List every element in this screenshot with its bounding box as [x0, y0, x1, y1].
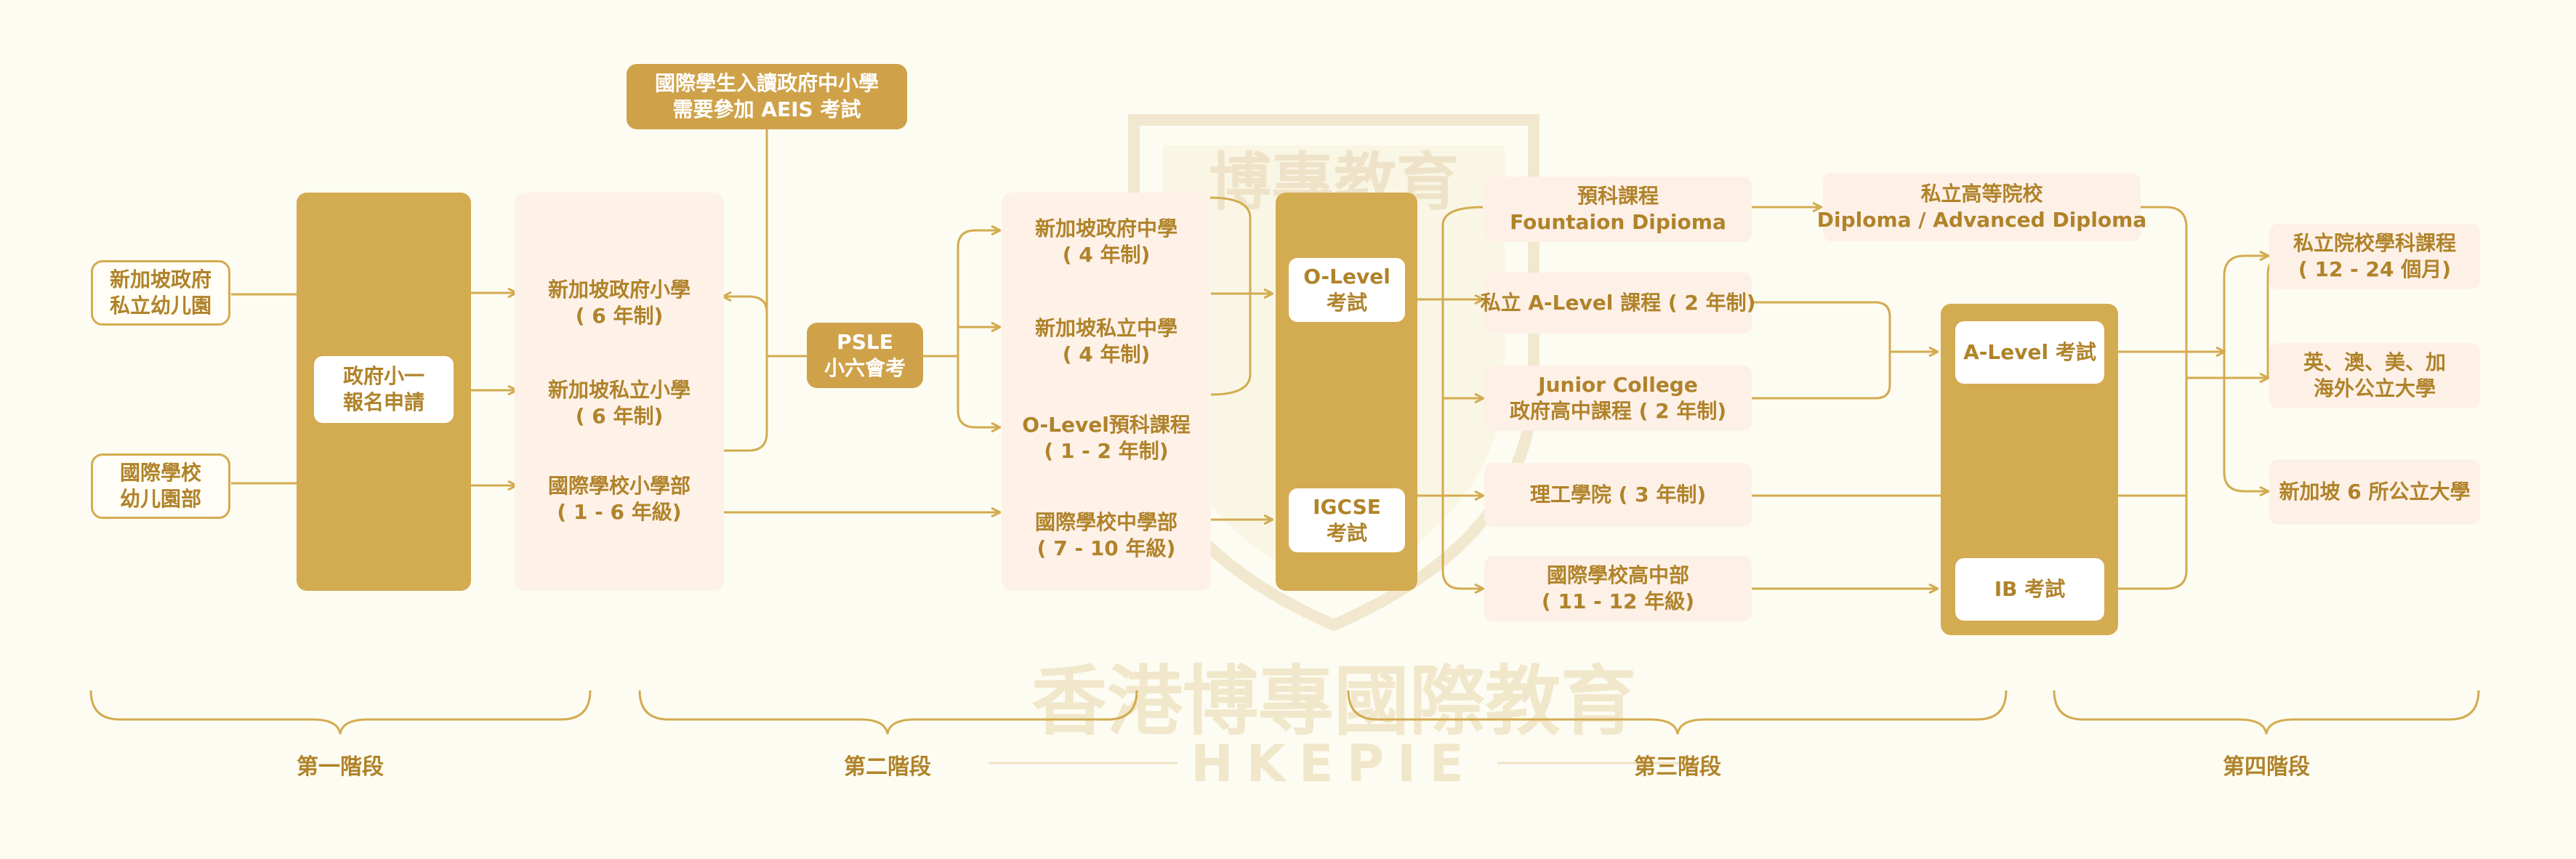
kindergarten-intl-line-1: 國際學校	[119, 461, 201, 485]
overseas-uni-line-1: 英、澳、美、加	[2303, 350, 2446, 374]
private-degree: 私立院校學科課程 ( 12 - 24 個月)	[2269, 224, 2480, 289]
private-alevel: 私立 A-Level 課程 ( 2 年制)	[1481, 273, 1755, 334]
intl-high-line-1: 國際學校高中部	[1546, 563, 1689, 587]
registration-line-1: 政府小一	[342, 364, 424, 388]
alevel-exam-line-1: A-Level 考試	[1963, 340, 2096, 364]
watermark-sub-text: HKEPIE	[1191, 734, 1477, 794]
primary-intl-line-2: ( 1 - 6 年級)	[557, 500, 682, 524]
secondary-private-line-2: ( 4 年制)	[1062, 342, 1151, 366]
alevel-exam: A-Level 考試	[1955, 321, 2104, 384]
secondary-private: 新加坡私立中學 ( 4 年制)	[1002, 309, 1211, 374]
primary-gov-line-1: 新加坡政府小學	[547, 278, 691, 302]
olevel-prep-line-1: O-Level預科課程	[1022, 413, 1191, 437]
aeis-note-line-1: 國際學生入讀政府中小學	[654, 71, 879, 95]
secondary-intl-line-1: 國際學校中學部	[1034, 510, 1178, 534]
secondary-panel	[1002, 193, 1211, 591]
private-alevel-line-1: 私立 A-Level 課程 ( 2 年制)	[1480, 291, 1756, 315]
polytechnic: 理工學院 ( 3 年制)	[1484, 463, 1752, 527]
registration-box: 政府小一 報名申請	[314, 356, 454, 423]
foundation-line-2: Fountaion Dipioma	[1510, 210, 1726, 234]
registration-line-2: 報名申請	[342, 390, 424, 414]
psle-line-2: 小六會考	[824, 356, 906, 380]
stage-1-label: 第一階段	[297, 754, 384, 780]
junior-college-line-2: 政府高中課程 ( 2 年制)	[1509, 399, 1727, 423]
secondary-gov: 新加坡政府中學 ( 4 年制)	[1002, 209, 1211, 275]
secondary-gov-line-1: 新加坡政府中學	[1034, 217, 1178, 241]
secondary-gov-line-2: ( 4 年制)	[1062, 243, 1151, 267]
private-degree-line-1: 私立院校學科課程	[2293, 231, 2456, 255]
private-higher-line-1: 私立高等院校	[1920, 182, 2043, 206]
aeis-note-line-2: 需要參加 AEIS 考試	[672, 97, 861, 121]
olevel-exam: O-Level 考試	[1289, 258, 1405, 322]
kindergarten-intl: 國際學校 幼儿園部	[91, 453, 230, 519]
overseas-uni-line-2: 海外公立大學	[2313, 376, 2436, 400]
secondary-intl: 國際學校中學部 ( 7 - 10 年級)	[1002, 503, 1211, 568]
junior-college-line-1: Junior College	[1538, 373, 1698, 397]
ib-exam-line-1: IB 考試	[1994, 577, 2066, 601]
foundation-line-1: 預科課程	[1577, 184, 1659, 208]
primary-gov-line-2: ( 6 年制)	[575, 304, 664, 328]
psle-exam: PSLE 小六會考	[807, 323, 923, 388]
sg-uni-line-1: 新加坡 6 所公立大學	[2279, 480, 2471, 504]
primary-private: 新加坡私立小學 ( 6 年制)	[515, 371, 724, 436]
private-higher-line-2: Diploma / Advanced Diploma	[1816, 208, 2147, 232]
primary-private-line-2: ( 6 年制)	[575, 404, 664, 428]
olevel-exam-line-1: O-Level	[1303, 265, 1390, 289]
igcse-exam-line-2: 考試	[1326, 521, 1367, 545]
primary-intl: 國際學校小學部 ( 1 - 6 年級)	[515, 467, 724, 532]
intl-high-school: 國際學校高中部 ( 11 - 12 年級)	[1484, 556, 1752, 621]
polytechnic-line-1: 理工學院 ( 3 年制)	[1529, 483, 1707, 507]
foundation-diploma: 預科課程 Fountaion Dipioma	[1484, 177, 1752, 242]
stage-2-label: 第二階段	[844, 754, 931, 780]
stage-3-label: 第三階段	[1634, 754, 1721, 780]
aeis-note: 國際學生入讀政府中小學 需要參加 AEIS 考試	[627, 64, 907, 129]
olevel-exam-line-2: 考試	[1326, 291, 1367, 315]
junior-college: Junior College 政府高中課程 ( 2 年制)	[1484, 366, 1752, 431]
stage-4-label: 第四階段	[2223, 754, 2310, 780]
secondary-intl-line-2: ( 7 - 10 年級)	[1037, 536, 1176, 560]
igcse-exam-line-1: IGCSE	[1313, 495, 1381, 519]
primary-panel	[515, 193, 724, 591]
singapore-universities: 新加坡 6 所公立大學	[2269, 459, 2480, 525]
kindergarten-local: 新加坡政府 私立幼儿園	[91, 260, 230, 326]
private-degree-line-2: ( 12 - 24 個月)	[2298, 257, 2452, 281]
kindergarten-intl-line-2: 幼儿園部	[119, 487, 201, 511]
igcse-exam: IGCSE 考試	[1289, 488, 1405, 552]
intl-high-line-2: ( 11 - 12 年級)	[1541, 589, 1695, 613]
overseas-universities: 英、澳、美、加 海外公立大學	[2269, 343, 2480, 408]
private-higher: 私立高等院校 Diploma / Advanced Diploma	[1817, 173, 2146, 241]
secondary-private-line-1: 新加坡私立中學	[1034, 316, 1178, 340]
olevel-prep: O-Level預科課程 ( 1 - 2 年制)	[1002, 406, 1211, 471]
psle-line-1: PSLE	[837, 330, 893, 354]
primary-private-line-1: 新加坡私立小學	[547, 378, 691, 402]
kindergarten-local-line-1: 新加坡政府	[109, 267, 212, 291]
olevel-prep-line-2: ( 1 - 2 年制)	[1044, 439, 1169, 463]
primary-gov: 新加坡政府小學 ( 6 年制)	[515, 270, 724, 336]
ib-exam: IB 考試	[1955, 558, 2104, 621]
primary-intl-line-1: 國際學校小學部	[547, 474, 691, 498]
watermark-main-text: 香港博專國際教育	[1031, 657, 1636, 746]
kindergarten-local-line-2: 私立幼儿園	[109, 294, 212, 318]
